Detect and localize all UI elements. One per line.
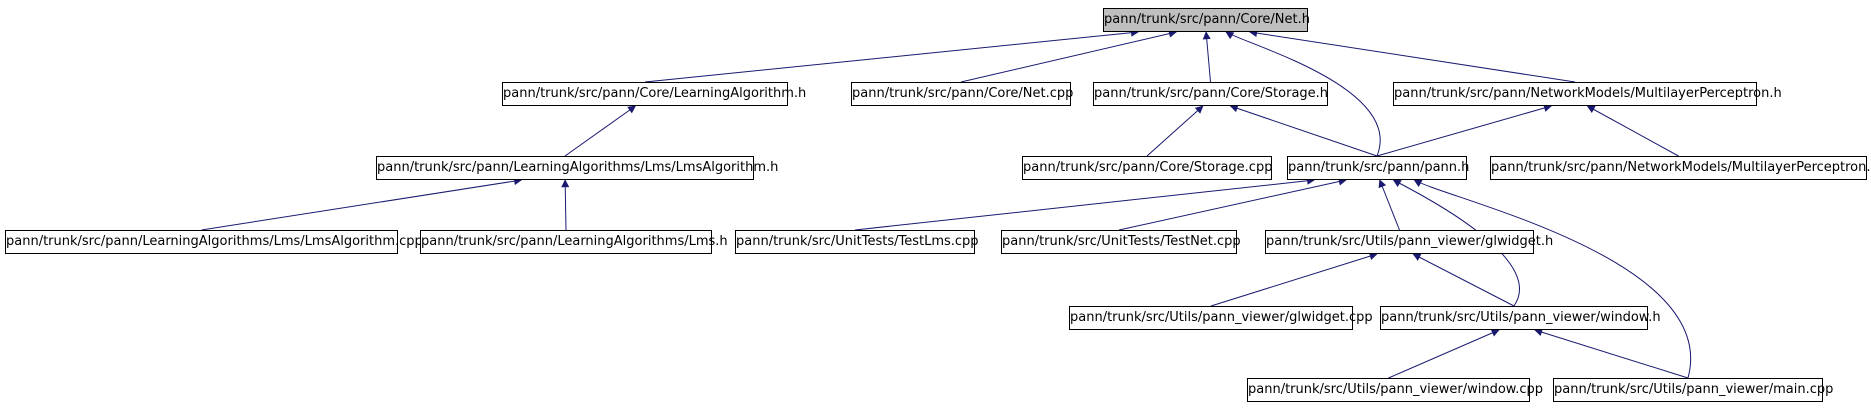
edge-multilayer-perceptron-h-to-net-h xyxy=(1249,29,1576,83)
node-test-lms-cpp[interactable]: pann/trunk/src/UnitTests/TestLms.cpp xyxy=(735,230,979,254)
node-lms-algorithm-h[interactable]: pann/trunk/src/pann/LearningAlgorithms/L… xyxy=(376,156,778,180)
edge-pann-h-to-multilayer-perceptron-h xyxy=(1376,104,1553,157)
node-test-net-cpp[interactable]: pann/trunk/src/UnitTests/TestNet.cpp xyxy=(1001,230,1241,254)
edge-window-h-to-pann-h xyxy=(1392,179,1520,307)
node-net-h: pann/trunk/src/pann/Core/Net.h xyxy=(1103,8,1310,32)
edge-glwidget-h-to-pann-h xyxy=(1378,179,1400,231)
node-pann-h[interactable]: pann/trunk/src/pann/pann.h xyxy=(1287,156,1469,180)
edge-lms-algorithm-h-to-learning-algorithm-h xyxy=(564,105,637,157)
edge-net-cpp-to-net-h xyxy=(960,29,1177,83)
node-glwidget-h[interactable]: pann/trunk/src/Utils/pann_viewer/glwidge… xyxy=(1265,230,1553,254)
node-window-cpp[interactable]: pann/trunk/src/Utils/pann_viewer/window.… xyxy=(1247,378,1543,402)
edge-learning-algorithm-h-to-net-h xyxy=(644,28,1140,83)
edge-main-cpp-to-window-h xyxy=(1534,328,1689,379)
edge-test-lms-cpp-to-pann-h xyxy=(854,176,1316,231)
edge-multilayer-perceptron-cpp-to-multilayer-perceptron-h xyxy=(1586,105,1679,157)
edge-window-h-to-glwidget-h xyxy=(1412,253,1515,307)
node-storage-h[interactable]: pann/trunk/src/pann/Core/Storage.h xyxy=(1093,82,1328,106)
node-storage-cpp[interactable]: pann/trunk/src/pann/Core/Storage.cpp xyxy=(1022,156,1272,180)
node-main-cpp[interactable]: pann/trunk/src/Utils/pann_viewer/main.cp… xyxy=(1553,378,1833,402)
node-lms-h[interactable]: pann/trunk/src/pann/LearningAlgorithms/L… xyxy=(420,230,728,254)
edge-pann-h-to-storage-h xyxy=(1229,104,1378,157)
node-learning-algorithm-h[interactable]: pann/trunk/src/pann/Core/LearningAlgorit… xyxy=(502,82,806,106)
edge-glwidget-cpp-to-glwidget-h xyxy=(1210,252,1378,307)
edge-lms-h-to-lms-algorithm-h xyxy=(561,179,570,231)
edge-main-cpp-to-pann-h xyxy=(1413,179,1692,379)
node-lms-algorithm-cpp[interactable]: pann/trunk/src/pann/LearningAlgorithms/L… xyxy=(5,230,423,254)
edge-pann-h-to-net-h xyxy=(1225,31,1381,157)
node-multilayer-perceptron-cpp[interactable]: pann/trunk/src/pann/NetworkModels/Multil… xyxy=(1490,156,1871,180)
node-window-h[interactable]: pann/trunk/src/Utils/pann_viewer/window.… xyxy=(1380,306,1661,330)
edge-storage-cpp-to-storage-h xyxy=(1146,105,1204,157)
edge-window-cpp-to-window-h xyxy=(1388,329,1500,379)
edge-test-net-cpp-to-pann-h xyxy=(1118,177,1347,231)
edge-storage-h-to-net-h xyxy=(1202,31,1211,83)
node-glwidget-cpp[interactable]: pann/trunk/src/Utils/pann_viewer/glwidge… xyxy=(1069,306,1373,330)
edge-lms-algorithm-cpp-to-lms-algorithm-h xyxy=(201,177,523,231)
node-multilayer-perceptron-h[interactable]: pann/trunk/src/pann/NetworkModels/Multil… xyxy=(1393,82,1782,106)
node-net-cpp[interactable]: pann/trunk/src/pann/Core/Net.cpp xyxy=(851,82,1073,106)
